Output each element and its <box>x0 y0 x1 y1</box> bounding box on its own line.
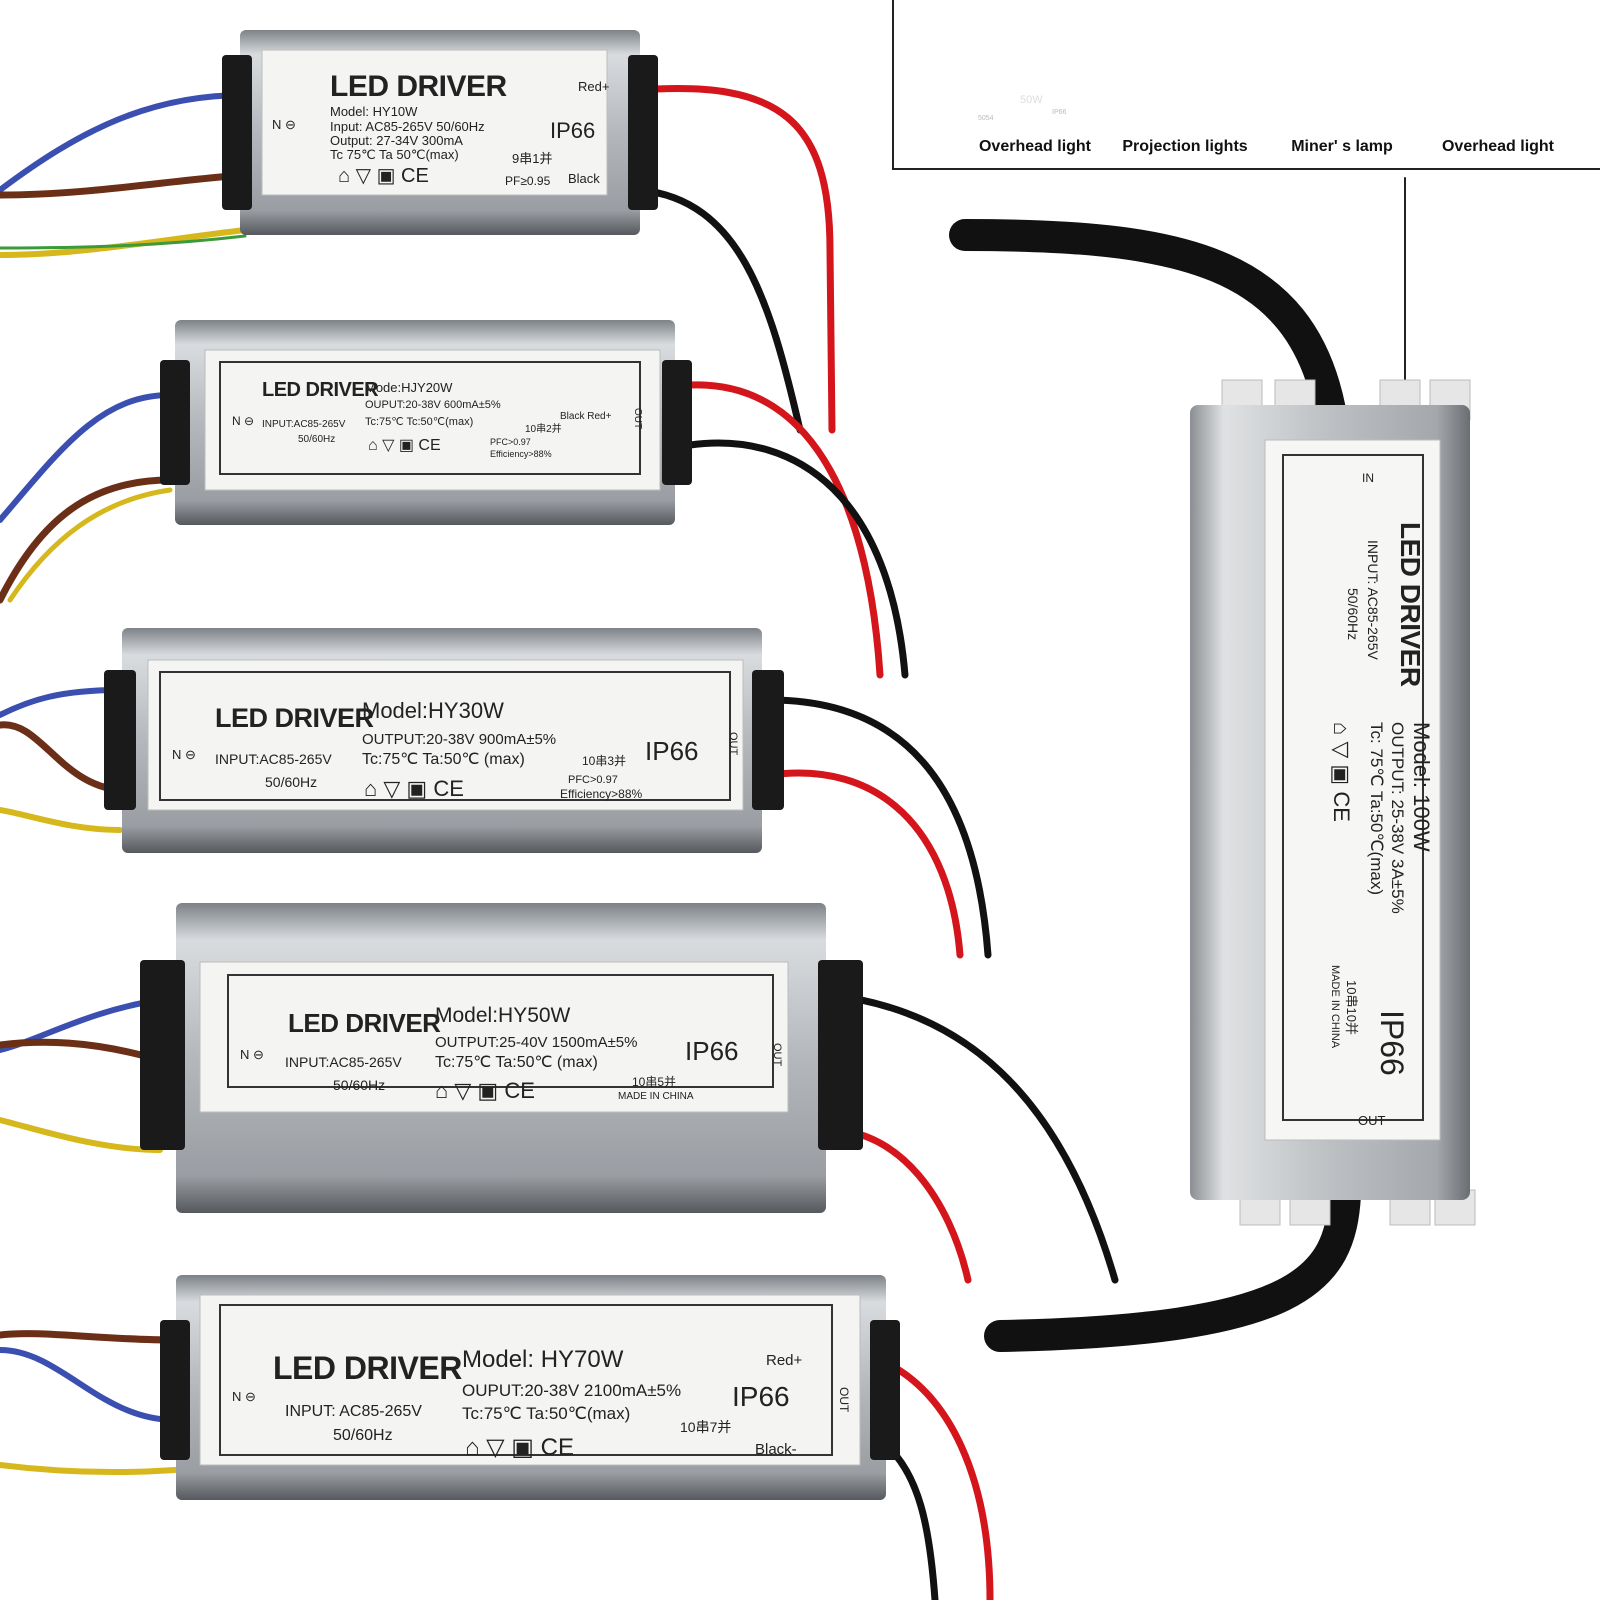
driver-100w-series: 10串10并 <box>1344 980 1359 1035</box>
driver-10w-ip: IP66 <box>550 118 596 143</box>
driver-20w-black-red: Black Red+ <box>560 411 612 422</box>
wires-driver-20w <box>0 381 909 679</box>
driver-100w-ip: IP66 <box>1374 1010 1410 1076</box>
driver-50w-made: MADE IN CHINA <box>618 1091 694 1102</box>
driver-100w-cert-icons: ⌂ ▽ ▣ CE <box>1329 722 1354 822</box>
driver-50w-output: OUTPUT:25-40V 1500mA±5% <box>435 1034 638 1051</box>
case-driver-10w <box>222 30 658 235</box>
wires-driver-10w <box>0 85 836 434</box>
driver-100w-title: LED DRIVER <box>1395 522 1426 687</box>
driver-20w-output: OUPUT:20-38V 600mA±5% <box>365 399 501 411</box>
driver-50w-freq: 50/60Hz <box>333 1077 386 1093</box>
driver-30w-title: LED DRIVER <box>215 703 374 733</box>
driver-30w-cert-icons: ⌂ ▽ ▣ CE <box>364 776 464 801</box>
driver-70w-freq: 50/60Hz <box>333 1427 393 1444</box>
driver-10w-temps: Tc 75℃ Ta 50℃(max) <box>330 147 459 162</box>
driver-70w-cert-icons: ⌂ ▽ ▣ CE <box>465 1434 574 1461</box>
driver-50w-ip: IP66 <box>685 1036 739 1066</box>
driver-30w-ip: IP66 <box>645 736 699 766</box>
wires-driver-30w <box>0 687 992 959</box>
driver-30w-temps: Tc:75℃ Ta:50℃ (max) <box>362 751 525 768</box>
floodlight-small-right: IP66 <box>1052 109 1067 116</box>
driver-70w-ip: IP66 <box>732 1381 790 1412</box>
legend-label-overhead-light: Overhead light <box>978 138 1092 155</box>
driver-70w-temps: Tc:75℃ Ta:50℃(max) <box>462 1404 631 1423</box>
application-legend <box>892 0 1600 170</box>
driver-20w-eff: Efficiency>88% <box>490 449 552 459</box>
driver-70w-model: Model: HY70W <box>462 1346 624 1373</box>
floodlight-badge: 50W <box>1020 94 1043 106</box>
label-frames <box>159 361 833 1456</box>
driver-100w-output: OUTPUT: 25-38V 3A±5% <box>1388 722 1407 914</box>
driver-30w-pfc: PFC>0.97 <box>568 774 618 786</box>
driver-100w-temps: Tc: 75℃ Ta:50℃(max) <box>1367 722 1386 895</box>
driver-30w-in-mark: N ⊖ <box>172 747 196 762</box>
driver-10w-pf: PF≥0.95 <box>505 174 551 188</box>
driver-100w-made: MADE IN CHINA <box>1329 965 1341 1049</box>
driver-20w-out: OUT <box>632 408 643 430</box>
driver-20w-pfc: PFC>0.97 <box>490 437 531 447</box>
driver-70w-out: OUT <box>837 1387 851 1413</box>
legend-label-miners-lamp: Miner' s lamp <box>1291 138 1393 155</box>
driver-20w-freq: 50/60Hz <box>298 434 336 445</box>
driver-10w-black: Black <box>568 171 600 186</box>
driver-10w-title: LED DRIVER <box>330 70 507 103</box>
driver-30w-model: Model:HY30W <box>362 698 504 723</box>
driver-10w-model: Model: HY10W <box>330 104 418 119</box>
driver-30w-out: OUT <box>727 732 739 756</box>
driver-30w-output: OUTPUT:20-38V 900mA±5% <box>362 731 557 748</box>
driver-70w-in-mark: N ⊖ <box>232 1389 256 1404</box>
driver-50w-title: LED DRIVER <box>288 1008 441 1038</box>
case-driver-70w <box>160 1275 900 1500</box>
driver-10w-series: 9串1并 <box>512 151 553 166</box>
driver-50w-in-mark: N ⊖ <box>240 1047 264 1062</box>
driver-70w-series: 10串7并 <box>680 1419 732 1435</box>
driver-30w-series: 10串3并 <box>582 754 627 768</box>
driver-70w-red: Red+ <box>766 1352 803 1369</box>
driver-70w-input: INPUT: AC85-265V <box>285 1403 422 1420</box>
driver-50w-out: OUT <box>771 1043 783 1067</box>
driver-20w-input: INPUT:AC85-265V <box>262 419 346 430</box>
driver-100w-model: Model: 100W <box>1409 722 1434 852</box>
driver-10w-input: Input: AC85-265V 50/60Hz <box>330 119 485 134</box>
driver-30w-eff: Efficiency>88% <box>560 787 643 801</box>
driver-30w-freq: 50/60Hz <box>265 774 318 790</box>
driver-20w-temps: Tc:75℃ Tc:50℃(max) <box>365 416 474 428</box>
legend-label-overhead-light-2: Overhead light <box>1441 138 1555 155</box>
driver-100w-freq: 50/60Hz <box>1345 588 1361 641</box>
driver-50w-temps: Tc:75℃ Ta:50℃ (max) <box>435 1054 598 1071</box>
driver-10w-cert-icons: ⌂ ▽ ▣ CE <box>338 165 429 187</box>
driver-20w-cert-icons: ⌂ ▽ ▣ CE <box>368 437 441 454</box>
driver-70w-black: Black- <box>755 1441 797 1458</box>
driver-10w-red: Red+ <box>578 79 610 94</box>
driver-50w-input: INPUT:AC85-265V <box>285 1054 402 1070</box>
driver-10w-output: Output: 27-34V 300mA <box>330 133 463 148</box>
driver-50w-model: Model:HY50W <box>435 1004 571 1027</box>
case-driver-100w <box>1190 379 1476 1226</box>
driver-20w-in-mark: N ⊖ <box>232 414 255 428</box>
driver-30w-input: INPUT:AC85-265V <box>215 751 332 767</box>
driver-70w-title: LED DRIVER <box>273 1350 462 1386</box>
driver-20w-title: LED DRIVER <box>262 379 379 401</box>
driver-50w-cert-icons: ⌂ ▽ ▣ CE <box>435 1078 535 1103</box>
driver-20w-model: Mode:HJY20W <box>365 380 453 395</box>
floodlight-small-left: 5054 <box>978 115 994 122</box>
legend-label-projection-lights: Projection lights <box>1122 138 1248 155</box>
driver-10w-in-mark: N ⊖ <box>272 117 296 132</box>
driver-70w-output: OUPUT:20-38V 2100mA±5% <box>462 1381 682 1400</box>
driver-100w-out: OUT <box>1358 1113 1386 1128</box>
driver-100w-in: IN <box>1362 471 1374 485</box>
driver-50w-series: 10串5并 <box>632 1075 677 1089</box>
case-driver-30w <box>104 628 784 853</box>
driver-100w-input: INPUT: AC85-265V <box>1365 540 1381 660</box>
driver-20w-series: 10串2并 <box>525 424 562 435</box>
